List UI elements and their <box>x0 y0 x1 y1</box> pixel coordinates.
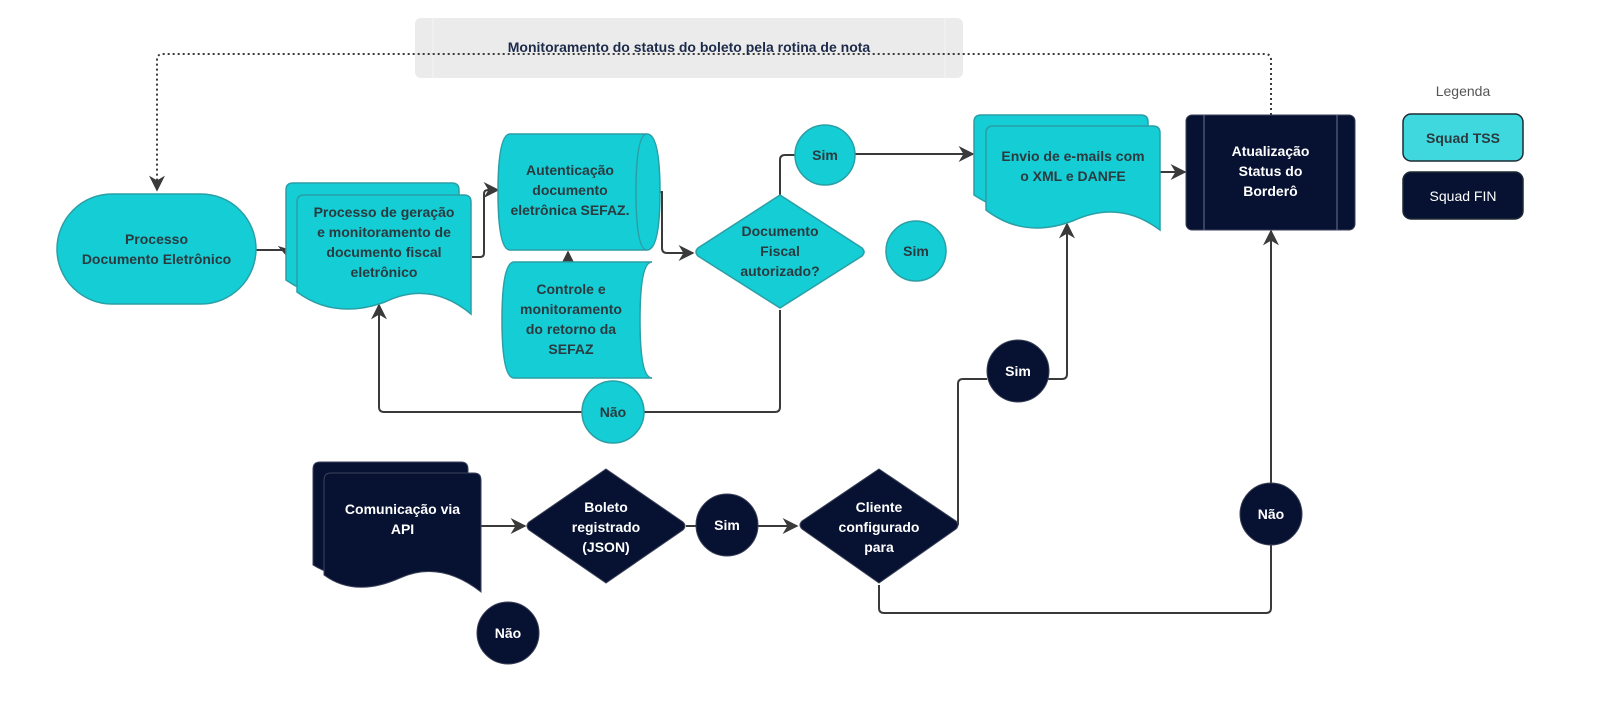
shape-envio-emails[interactable] <box>973 114 1161 232</box>
shape-sim-mid[interactable] <box>885 220 947 282</box>
edge-geracao-to-autenticacao <box>472 182 500 258</box>
legend-swatch-fin <box>1402 171 1524 220</box>
shape-cliente-configurado[interactable] <box>799 468 959 584</box>
shape-autenticacao[interactable] <box>497 133 661 251</box>
legend-swatch-tss <box>1402 113 1524 162</box>
shape-comunicacao-api[interactable] <box>312 461 482 594</box>
legend <box>1402 113 1524 220</box>
shape-processo-geracao[interactable] <box>285 182 472 316</box>
edge-processo-doc-to-geracao <box>256 242 294 260</box>
edge-decision-to-sim-top <box>779 154 795 195</box>
shape-boleto-registrado[interactable] <box>526 468 686 584</box>
edge-nao-to-geracao <box>371 303 582 413</box>
edge-decision-to-nao <box>644 310 781 413</box>
shape-nao-cliente[interactable] <box>1239 482 1303 546</box>
edge-autenticacao-to-decision <box>659 191 695 261</box>
edge-dotted-loop <box>149 53 1272 192</box>
shape-controle[interactable] <box>501 261 653 379</box>
shape-processo-doc[interactable] <box>56 193 257 305</box>
shape-atualizacao[interactable] <box>1185 114 1356 231</box>
edge-cliente-to-nao <box>878 545 1272 614</box>
shape-nao-top[interactable] <box>581 380 645 444</box>
shape-nao-bottom[interactable] <box>476 601 540 665</box>
edge-cliente-to-sim-cliente <box>957 378 987 525</box>
shape-sim-cliente[interactable] <box>986 339 1050 403</box>
shape-doc-autorizado[interactable] <box>695 194 865 309</box>
edge-sim-cliente-to-envio <box>1048 222 1075 380</box>
shape-sim-boleto[interactable] <box>695 493 759 557</box>
connectors <box>149 53 1279 614</box>
shape-sim-top[interactable] <box>794 124 856 186</box>
banner-monitoramento <box>415 18 963 78</box>
